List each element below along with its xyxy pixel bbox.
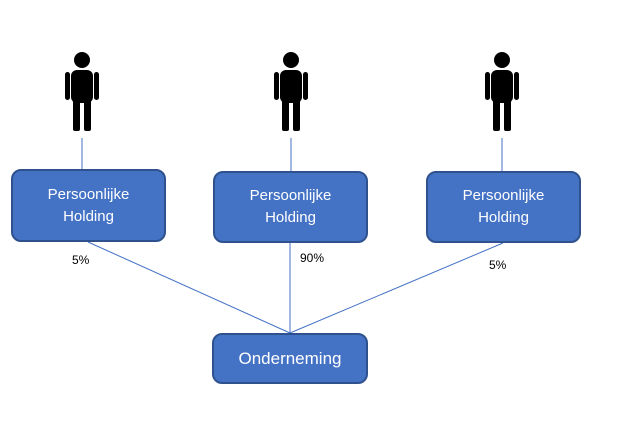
connector-holding-3 [289, 242, 504, 334]
holding-label-line2: Holding [478, 209, 529, 226]
holding-label-line1: Persoonlijke [249, 187, 332, 204]
share-percentage-2: 90% [300, 251, 325, 265]
person-icon [274, 52, 308, 131]
holding-label-line1: Persoonlijke [462, 187, 545, 204]
connector-holding-1 [87, 241, 291, 334]
share-percentage-1: 5% [72, 253, 90, 267]
company-label: Onderneming [238, 348, 342, 368]
holding-label-line2: Holding [63, 207, 114, 225]
holding-box-1: Persoonlijke Holding [11, 169, 166, 242]
person-icon [485, 52, 519, 131]
holding-label-line1: Persoonlijke [47, 185, 130, 203]
holding-box-2: Persoonlijke Holding [213, 171, 368, 243]
person-icon [65, 52, 99, 131]
holding-box-3: Persoonlijke Holding [426, 171, 581, 243]
share-percentage-3: 5% [489, 258, 507, 272]
company-box: Onderneming [212, 333, 368, 384]
holding-label-line2: Holding [265, 209, 316, 226]
